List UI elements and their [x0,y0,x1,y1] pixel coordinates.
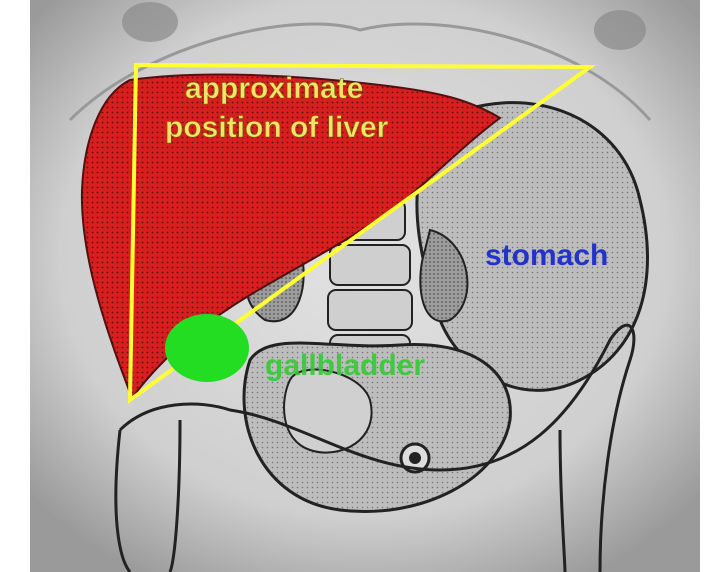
gallbladder-marker [165,314,249,382]
right-nipple [594,10,646,50]
liver-label-line2: position of liver [165,111,389,144]
left-nipple [122,2,178,42]
stomach-label: stomach [485,239,608,272]
gallbladder-label: gallbladder [265,349,425,382]
liver-label-line1: approximate [185,72,363,105]
